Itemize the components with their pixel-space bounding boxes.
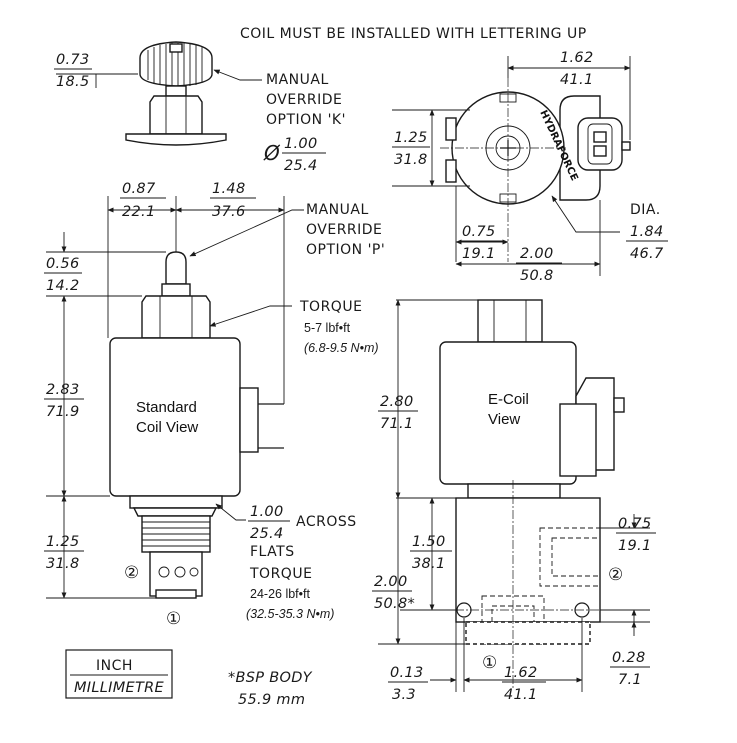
- p-label-2: OVERRIDE: [306, 222, 382, 238]
- flats-label-2: FLATS: [250, 544, 295, 560]
- flats-mm: 25.4: [250, 526, 284, 542]
- k-label-3: OPTION 'K': [266, 112, 346, 128]
- torque-metric: (6.8-9.5 N•m): [304, 341, 379, 355]
- p-label-3: OPTION 'P': [306, 242, 385, 258]
- p-offset-inch: 0.87: [122, 181, 156, 197]
- ebody-height-inch: 1.50: [412, 534, 446, 550]
- ecoil-height-inch: 2.80: [380, 394, 414, 410]
- k-label-2: OVERRIDE: [266, 92, 342, 108]
- eport-1: ①: [482, 653, 498, 673]
- eleft-offset-inch: 0.13: [390, 665, 424, 681]
- k-dia-inch: 1.00: [284, 136, 318, 152]
- ecoil-label-1: E-Coil: [488, 391, 529, 408]
- ebody-total-mm: 50.8*: [374, 596, 415, 612]
- k-label-1: MANUAL: [266, 72, 329, 88]
- ebody-total-inch: 2.00: [374, 574, 408, 590]
- bsp-note-2: 55.9 mm: [238, 692, 305, 708]
- eport-offset-mm: 19.1: [618, 538, 652, 554]
- coil-offset-mm: 19.1: [462, 246, 496, 262]
- coil-dia-mm: 46.7: [630, 246, 664, 262]
- k-dia-symbol: Ø: [263, 141, 281, 165]
- ebottom-width-inch: 1.62: [504, 665, 538, 681]
- k-height-inch: 0.73: [56, 52, 90, 68]
- stem-mm: 14.2: [46, 278, 80, 294]
- bsp-note-1: *BSP BODY: [228, 670, 313, 686]
- ebody-height-mm: 38.1: [412, 556, 446, 572]
- coil-width-inch: 1.62: [560, 50, 594, 66]
- ebottom-offset-inch: 0.28: [612, 650, 646, 666]
- coil-height-inch: 1.25: [394, 130, 428, 146]
- coil-width-mm: 41.1: [560, 72, 594, 88]
- coil-dia-inch: 1.84: [630, 224, 664, 240]
- body-torque-value: 24-26 lbf•ft: [250, 587, 310, 601]
- eport-offset-inch: 0.75: [618, 516, 652, 532]
- ecoil-height-mm: 71.1: [380, 416, 414, 432]
- body-torque-metric: (32.5-35.3 N•m): [246, 607, 334, 621]
- coil-top-view: HYDRAFORCE 1.62 41.1 1.25 31.8 0.75 19.1…: [392, 50, 668, 284]
- ebottom-width-mm: 41.1: [504, 687, 538, 703]
- coil-span-inch: 2.00: [520, 246, 554, 262]
- torque-label: TORQUE: [299, 299, 362, 315]
- standard-coil-view: Standard Coil View 0.87 22.1 1.48 37.6 M…: [44, 181, 385, 629]
- std-port-2: ②: [124, 563, 140, 583]
- dia-label: DIA.: [630, 202, 661, 218]
- ecoil-view: E-Coil View 2.80 71.1 1.50 38.1 2.00: [372, 299, 656, 703]
- coil-height-mm: 31.8: [394, 152, 428, 168]
- legend-inch: INCH: [96, 658, 133, 674]
- standard-label-1: Standard: [136, 399, 197, 416]
- p-width-inch: 1.48: [212, 181, 246, 197]
- eport-2: ②: [608, 565, 624, 585]
- flats-label-1: ACROSS: [296, 514, 357, 530]
- p-offset-mm: 22.1: [122, 204, 156, 220]
- k-height-mm: 18.5: [56, 74, 90, 90]
- ecoil-label-2: View: [488, 411, 520, 428]
- legend-mm: MILLIMETRE: [74, 680, 165, 696]
- torque-value: 5-7 lbf•ft: [304, 321, 351, 335]
- std-port-1: ①: [166, 609, 182, 629]
- coil-height-std-inch: 2.83: [46, 382, 80, 398]
- standard-label-2: Coil View: [136, 419, 198, 436]
- unit-legend: INCH MILLIMETRE: [65, 649, 173, 699]
- coil-span-mm: 50.8: [520, 268, 554, 284]
- cartridge-inch: 1.25: [46, 534, 80, 550]
- override-k-view: 0.73 18.5 MANUAL OVERRIDE OPTION 'K' Ø 1…: [54, 41, 346, 174]
- body-torque-label: TORQUE: [249, 566, 312, 582]
- k-dia-mm: 25.4: [284, 158, 318, 174]
- p-label-1: MANUAL: [306, 202, 369, 218]
- flats-inch: 1.00: [250, 504, 284, 520]
- coil-height-std-mm: 71.9: [46, 404, 80, 420]
- cartridge-mm: 31.8: [46, 556, 80, 572]
- eleft-offset-mm: 3.3: [392, 687, 416, 703]
- coil-offset-inch: 0.75: [462, 224, 496, 240]
- p-width-mm: 37.6: [212, 204, 246, 220]
- ebottom-offset-mm: 7.1: [618, 672, 642, 688]
- stem-inch: 0.56: [46, 256, 80, 272]
- install-note: COIL MUST BE INSTALLED WITH LETTERING UP: [240, 26, 587, 42]
